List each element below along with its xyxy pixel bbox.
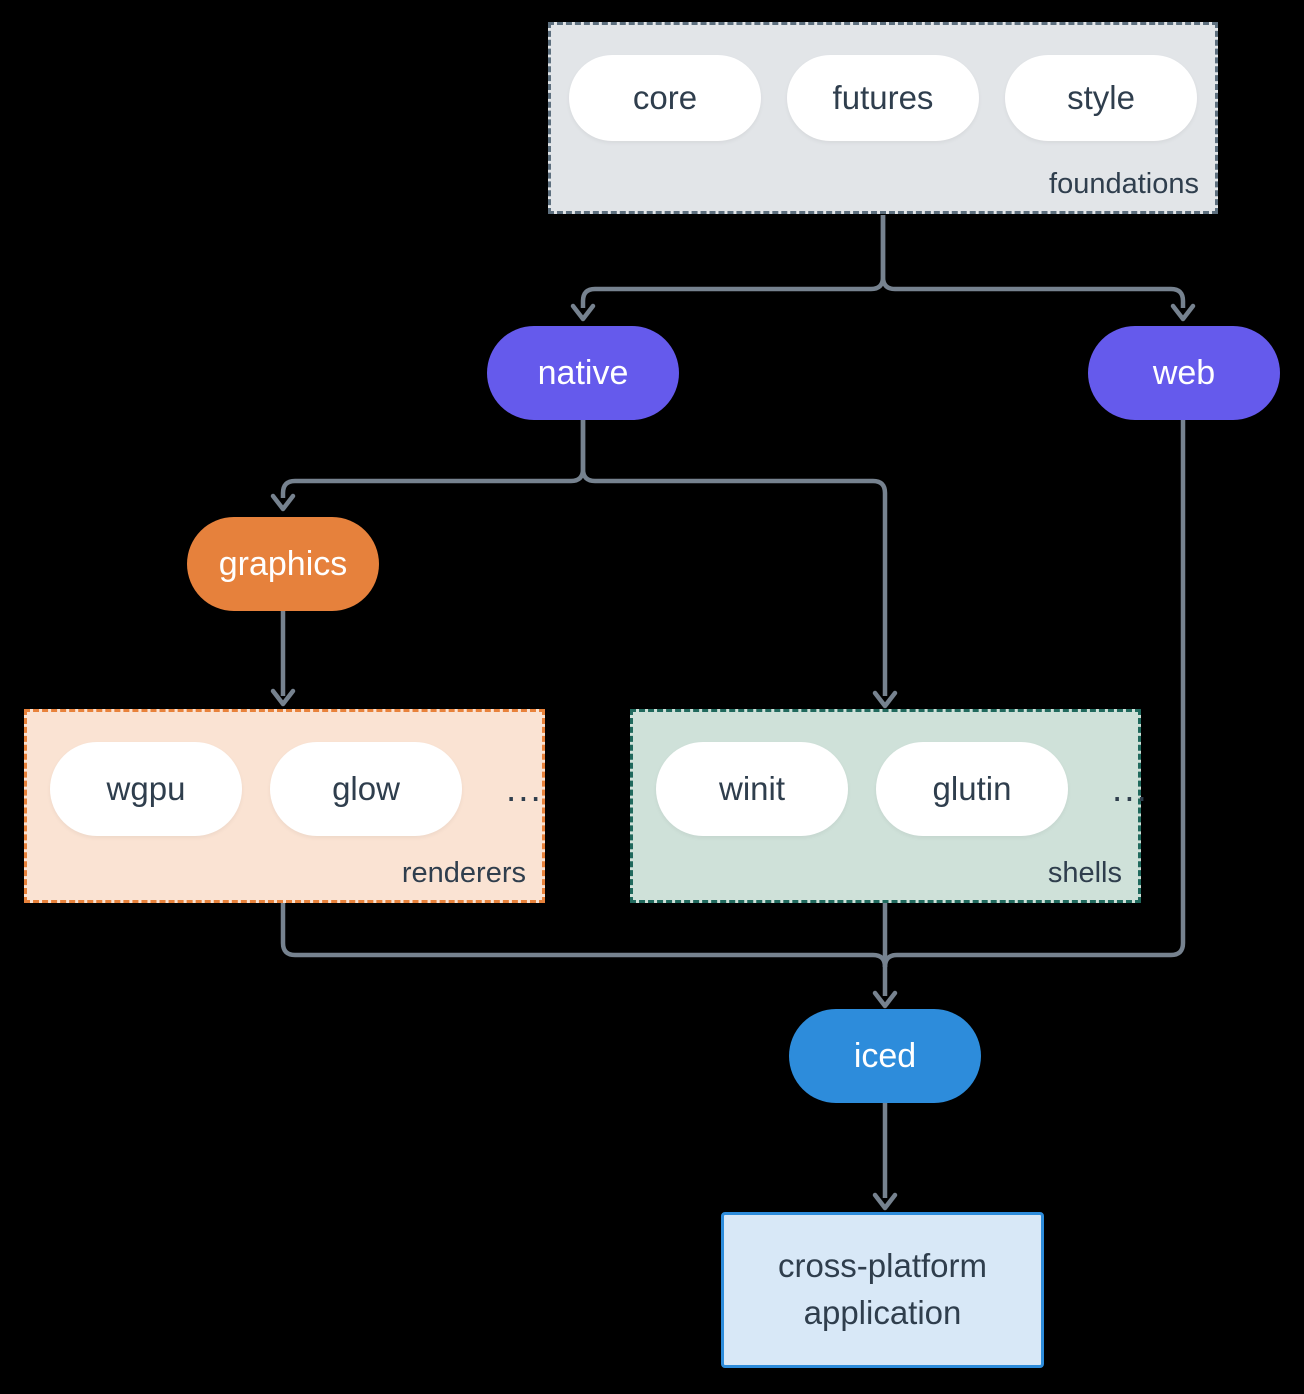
arrowhead-into-shells bbox=[872, 690, 898, 709]
shells-ellipsis: ... bbox=[1112, 768, 1149, 809]
node-style: style bbox=[1005, 55, 1197, 141]
node-cross-platform-application: cross-platform application bbox=[721, 1212, 1044, 1368]
node-web: web bbox=[1088, 326, 1280, 420]
node-iced: iced bbox=[789, 1009, 981, 1103]
connector-native-to-graphics bbox=[280, 420, 586, 498]
arrowhead-into-iced bbox=[872, 990, 898, 1009]
arrowhead-into-graphics bbox=[270, 493, 296, 512]
node-glutin: glutin bbox=[876, 742, 1068, 836]
renderers-chip-row: wgpu glow ... bbox=[27, 742, 542, 836]
arrowhead-into-renderers bbox=[270, 688, 296, 707]
renderers-group-label: renderers bbox=[401, 857, 526, 889]
renderers-group: wgpu glow ... renderers bbox=[24, 709, 545, 903]
connector-foundations-to-native bbox=[580, 215, 886, 308]
arrowhead-into-web bbox=[1170, 303, 1196, 322]
arrowhead-into-native bbox=[570, 303, 596, 322]
foundations-group-label: foundations bbox=[1049, 168, 1199, 200]
shells-group: winit glutin ... shells bbox=[630, 709, 1147, 903]
node-wgpu: wgpu bbox=[50, 742, 242, 836]
shells-chip-row: winit glutin ... bbox=[633, 742, 1147, 836]
application-label-line2: application bbox=[803, 1294, 962, 1331]
shells-group-label: shells bbox=[1047, 857, 1122, 889]
node-glow: glow bbox=[270, 742, 462, 836]
foundations-chip-row: core futures style bbox=[551, 55, 1215, 141]
arrowhead-into-application bbox=[872, 1192, 898, 1211]
node-futures: futures bbox=[787, 55, 979, 141]
connector-renderers-to-iced bbox=[280, 903, 888, 968]
renderers-ellipsis: ... bbox=[506, 768, 543, 809]
node-native: native bbox=[487, 326, 679, 420]
connector-native-to-shells bbox=[580, 420, 888, 696]
node-graphics: graphics bbox=[187, 517, 379, 611]
foundations-group: core futures style foundations bbox=[548, 22, 1218, 214]
node-winit: winit bbox=[656, 742, 848, 836]
node-core: core bbox=[569, 55, 761, 141]
connector-foundations-to-web bbox=[880, 215, 1186, 308]
application-label-line1: cross-platform bbox=[777, 1247, 988, 1285]
